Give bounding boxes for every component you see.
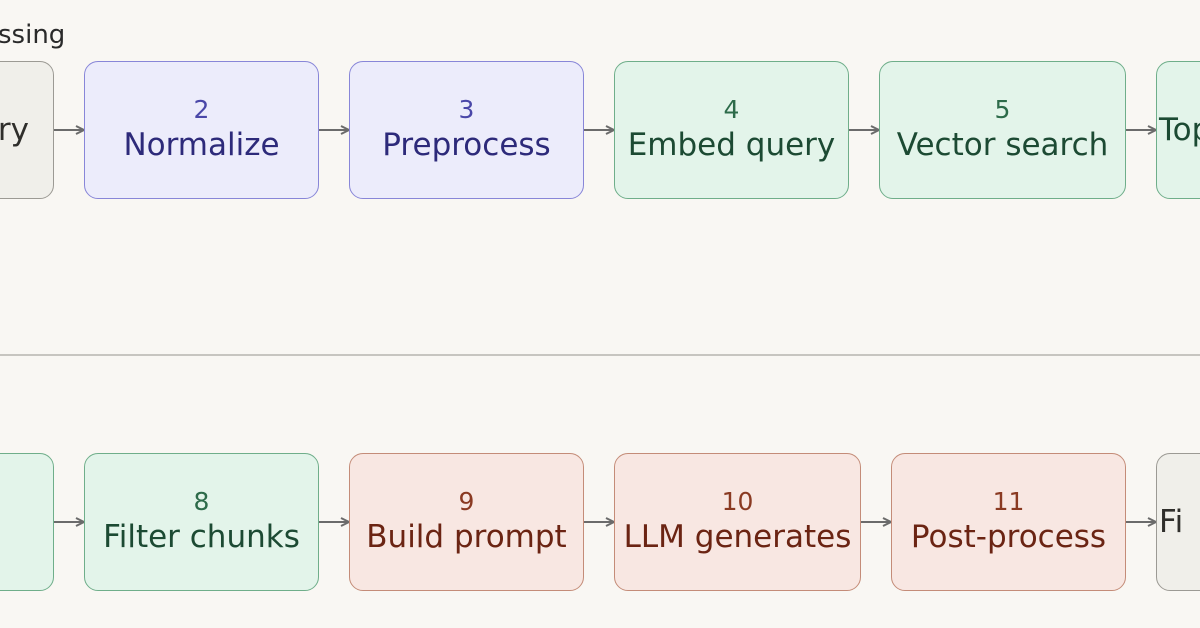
step-9-label: Build prompt: [366, 519, 567, 555]
step-9-node: 9 Build prompt: [349, 453, 584, 591]
step-8-node: 8 Filter chunks: [84, 453, 319, 591]
step-2-number: 2: [193, 95, 210, 124]
step-10-label: LLM generates: [623, 519, 852, 555]
step-7-node: [0, 453, 54, 591]
step-1-node: ry: [0, 61, 54, 199]
row-divider: [0, 354, 1200, 356]
step-11-number: 11: [992, 487, 1025, 516]
step-4-node: 4 Embed query: [614, 61, 849, 199]
step-2-label: Normalize: [123, 127, 280, 163]
step-10-number: 10: [721, 487, 754, 516]
step-8-number: 8: [193, 487, 210, 516]
step-2-node: 2 Normalize: [84, 61, 319, 199]
step-12-label: Fi: [1159, 504, 1184, 540]
step-3-node: 3 Preprocess: [349, 61, 584, 199]
step-3-label: Preprocess: [382, 127, 551, 163]
step-1-label: ry: [0, 112, 29, 148]
step-4-number: 4: [723, 95, 740, 124]
step-11-label: Post-process: [910, 519, 1107, 555]
step-4-label: Embed query: [627, 127, 836, 163]
step-5-number: 5: [994, 95, 1011, 124]
step-6-label: Top: [1159, 112, 1200, 148]
section-label: ssing: [0, 20, 66, 50]
step-5-node: 5 Vector search: [879, 61, 1126, 199]
step-12-node: Fi: [1156, 453, 1200, 591]
step-8-label: Filter chunks: [103, 519, 300, 555]
step-9-number: 9: [458, 487, 475, 516]
step-3-number: 3: [458, 95, 475, 124]
step-10-node: 10 LLM generates: [614, 453, 861, 591]
step-11-node: 11 Post-process: [891, 453, 1126, 591]
step-5-label: Vector search: [896, 127, 1109, 163]
step-6-node: Top: [1156, 61, 1200, 199]
